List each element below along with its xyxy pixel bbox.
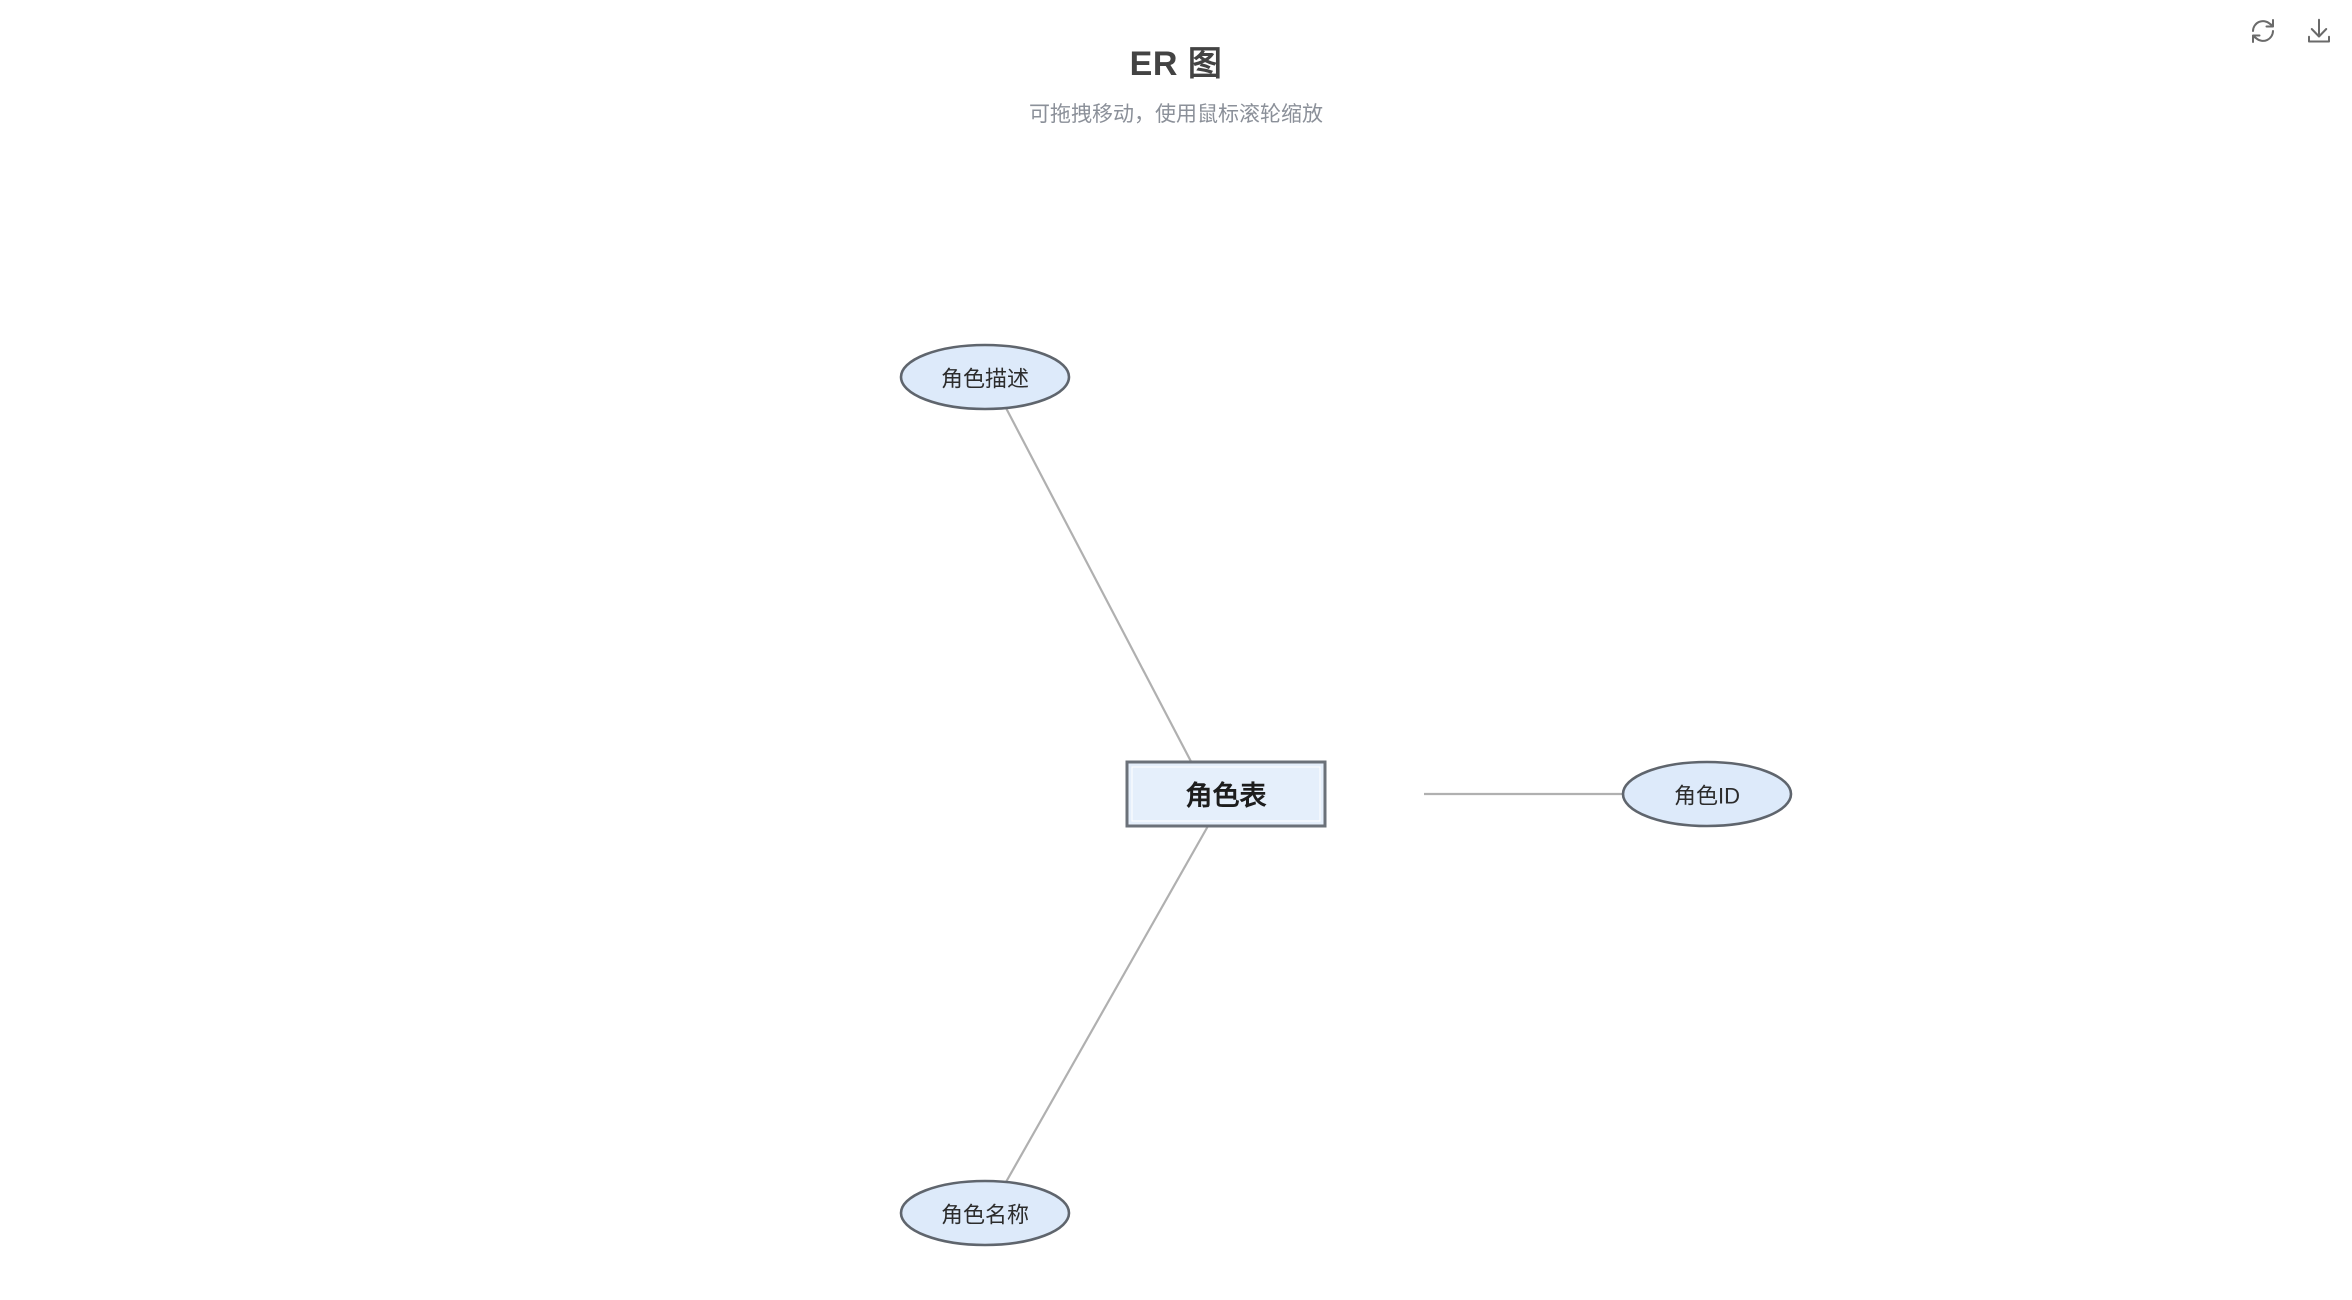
attribute-ellipse[interactable]	[899, 343, 1071, 411]
er-diagram-svg[interactable]: 角色表 角色描述 角色ID 角色名称	[0, 140, 2352, 1300]
refresh-button[interactable]	[2246, 14, 2280, 48]
attribute-label: 角色描述	[941, 367, 1029, 392]
er-diagram-canvas[interactable]: 角色表 角色描述 角色ID 角色名称	[0, 140, 2352, 1300]
entity-label: 角色表	[1186, 780, 1267, 811]
attribute-ellipse[interactable]	[1621, 760, 1793, 828]
attribute-label: 角色名称	[941, 1203, 1029, 1228]
page-subtitle: 可拖拽移动，使用鼠标滚轮缩放	[1029, 103, 1323, 126]
download-icon	[2304, 16, 2334, 46]
entity-rect[interactable]	[1125, 760, 1327, 828]
toolbar	[2246, 14, 2336, 48]
er-edges	[1005, 407, 1623, 1183]
attribute-ellipse[interactable]	[899, 1179, 1071, 1247]
er-attribute-role-name[interactable]: 角色名称	[899, 1179, 1071, 1247]
entity-rect-inner-outline	[1131, 766, 1321, 822]
edge-role-name	[1005, 825, 1209, 1183]
page-title: ER 图	[1129, 45, 1223, 83]
download-button[interactable]	[2302, 14, 2336, 48]
er-entity-role-table[interactable]: 角色表	[1125, 760, 1327, 828]
er-attribute-role-description[interactable]: 角色描述	[899, 343, 1071, 411]
attribute-label: 角色ID	[1674, 784, 1740, 809]
edge-role-description	[1005, 407, 1209, 795]
page-header: ER 图 可拖拽移动，使用鼠标滚轮缩放	[0, 0, 2352, 140]
refresh-icon	[2248, 16, 2278, 46]
er-attribute-role-id[interactable]: 角色ID	[1621, 760, 1793, 828]
